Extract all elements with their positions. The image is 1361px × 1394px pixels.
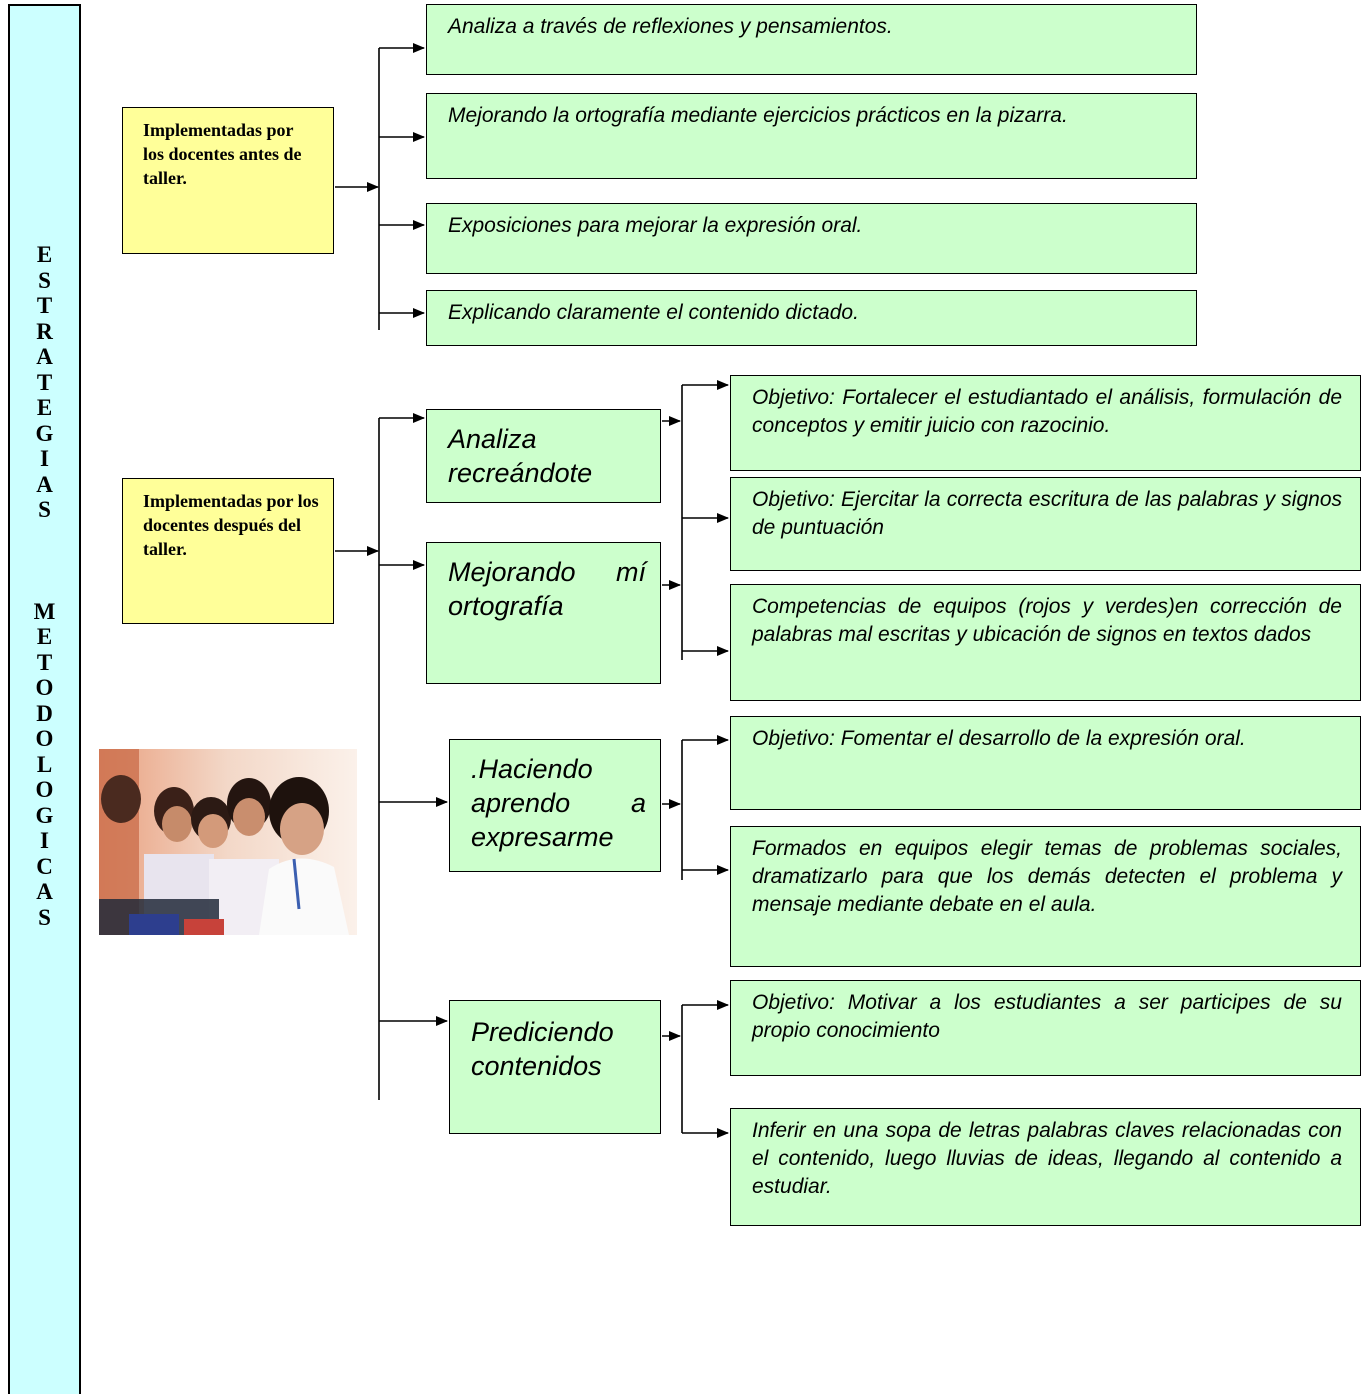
sidebar-letter: E	[36, 624, 53, 649]
sidebar-letter: G	[35, 420, 54, 446]
sidebar-letter: S	[38, 497, 51, 522]
before-item-2: Mejorando la ortografía mediante ejercic…	[426, 93, 1197, 179]
sidebar-letter: T	[36, 649, 53, 675]
before-item-3: Exposiciones para mejorar la expresión o…	[426, 203, 1197, 274]
sidebar-letter: R	[36, 318, 53, 344]
detail-prediciendo-actividad: Inferir en una sopa de letras palabras c…	[730, 1108, 1361, 1226]
sidebar-letter: I	[40, 828, 49, 853]
label-box-after: Implementadas por los docentes después d…	[122, 478, 334, 624]
label-box-before: Implementadas por los docentes antes de …	[122, 107, 334, 254]
sidebar-letter: D	[36, 700, 53, 726]
sidebar-letter: L	[36, 751, 53, 777]
sidebar-letter: E	[36, 242, 53, 267]
sidebar-letter: M	[33, 598, 56, 624]
sidebar-letter: S	[38, 267, 51, 293]
sidebar-letter: S	[38, 904, 51, 930]
sidebar-letter: I	[40, 446, 49, 471]
detail-ortografia-objetivo: Objetivo: Ejercitar la correcta escritur…	[730, 477, 1361, 571]
detail-prediciendo-objetivo: Objetivo: Motivar a los estudiantes a se…	[730, 980, 1361, 1076]
sidebar-letter: T	[36, 293, 53, 318]
students-classroom-photo	[99, 749, 357, 935]
strategy-prediciendo: Prediciendo contenidos	[449, 1000, 661, 1134]
sidebar-letter: A	[36, 344, 53, 369]
detail-analiza-objetivo: Objetivo: Fortalecer el estudiantado el …	[730, 375, 1361, 471]
before-item-4: Explicando claramente el contenido dicta…	[426, 290, 1197, 346]
sidebar-letter: E	[36, 395, 53, 420]
before-item-1: Analiza a través de reflexiones y pensam…	[426, 4, 1197, 75]
strategy-expresarme: .Haciendo aprendo a expresarme	[449, 739, 661, 872]
sidebar-letter: O	[35, 777, 54, 802]
sidebar-letter: O	[35, 675, 54, 700]
sidebar-letter: G	[35, 802, 54, 828]
detail-expresarme-objetivo: Objetivo: Fomentar el desarrollo de la e…	[730, 716, 1361, 810]
strategy-analiza: Analiza recreándote	[426, 409, 661, 503]
label-after-text: Implementadas por los docentes después d…	[143, 491, 319, 559]
sidebar-letter: O	[35, 726, 54, 751]
sidebar-letter: C	[36, 853, 53, 879]
sidebar-letter: A	[36, 879, 53, 904]
sidebar-letter: A	[36, 471, 53, 497]
detail-ortografia-actividad: Competencias de equipos (rojos y verdes)…	[730, 584, 1361, 701]
strategy-ortografia: Mejorando mí ortografía	[426, 542, 661, 684]
detail-expresarme-actividad: Formados en equipos elegir temas de prob…	[730, 826, 1361, 967]
sidebar-letter: T	[36, 369, 53, 395]
label-before-text: Implementadas por los docentes antes de …	[143, 120, 302, 188]
